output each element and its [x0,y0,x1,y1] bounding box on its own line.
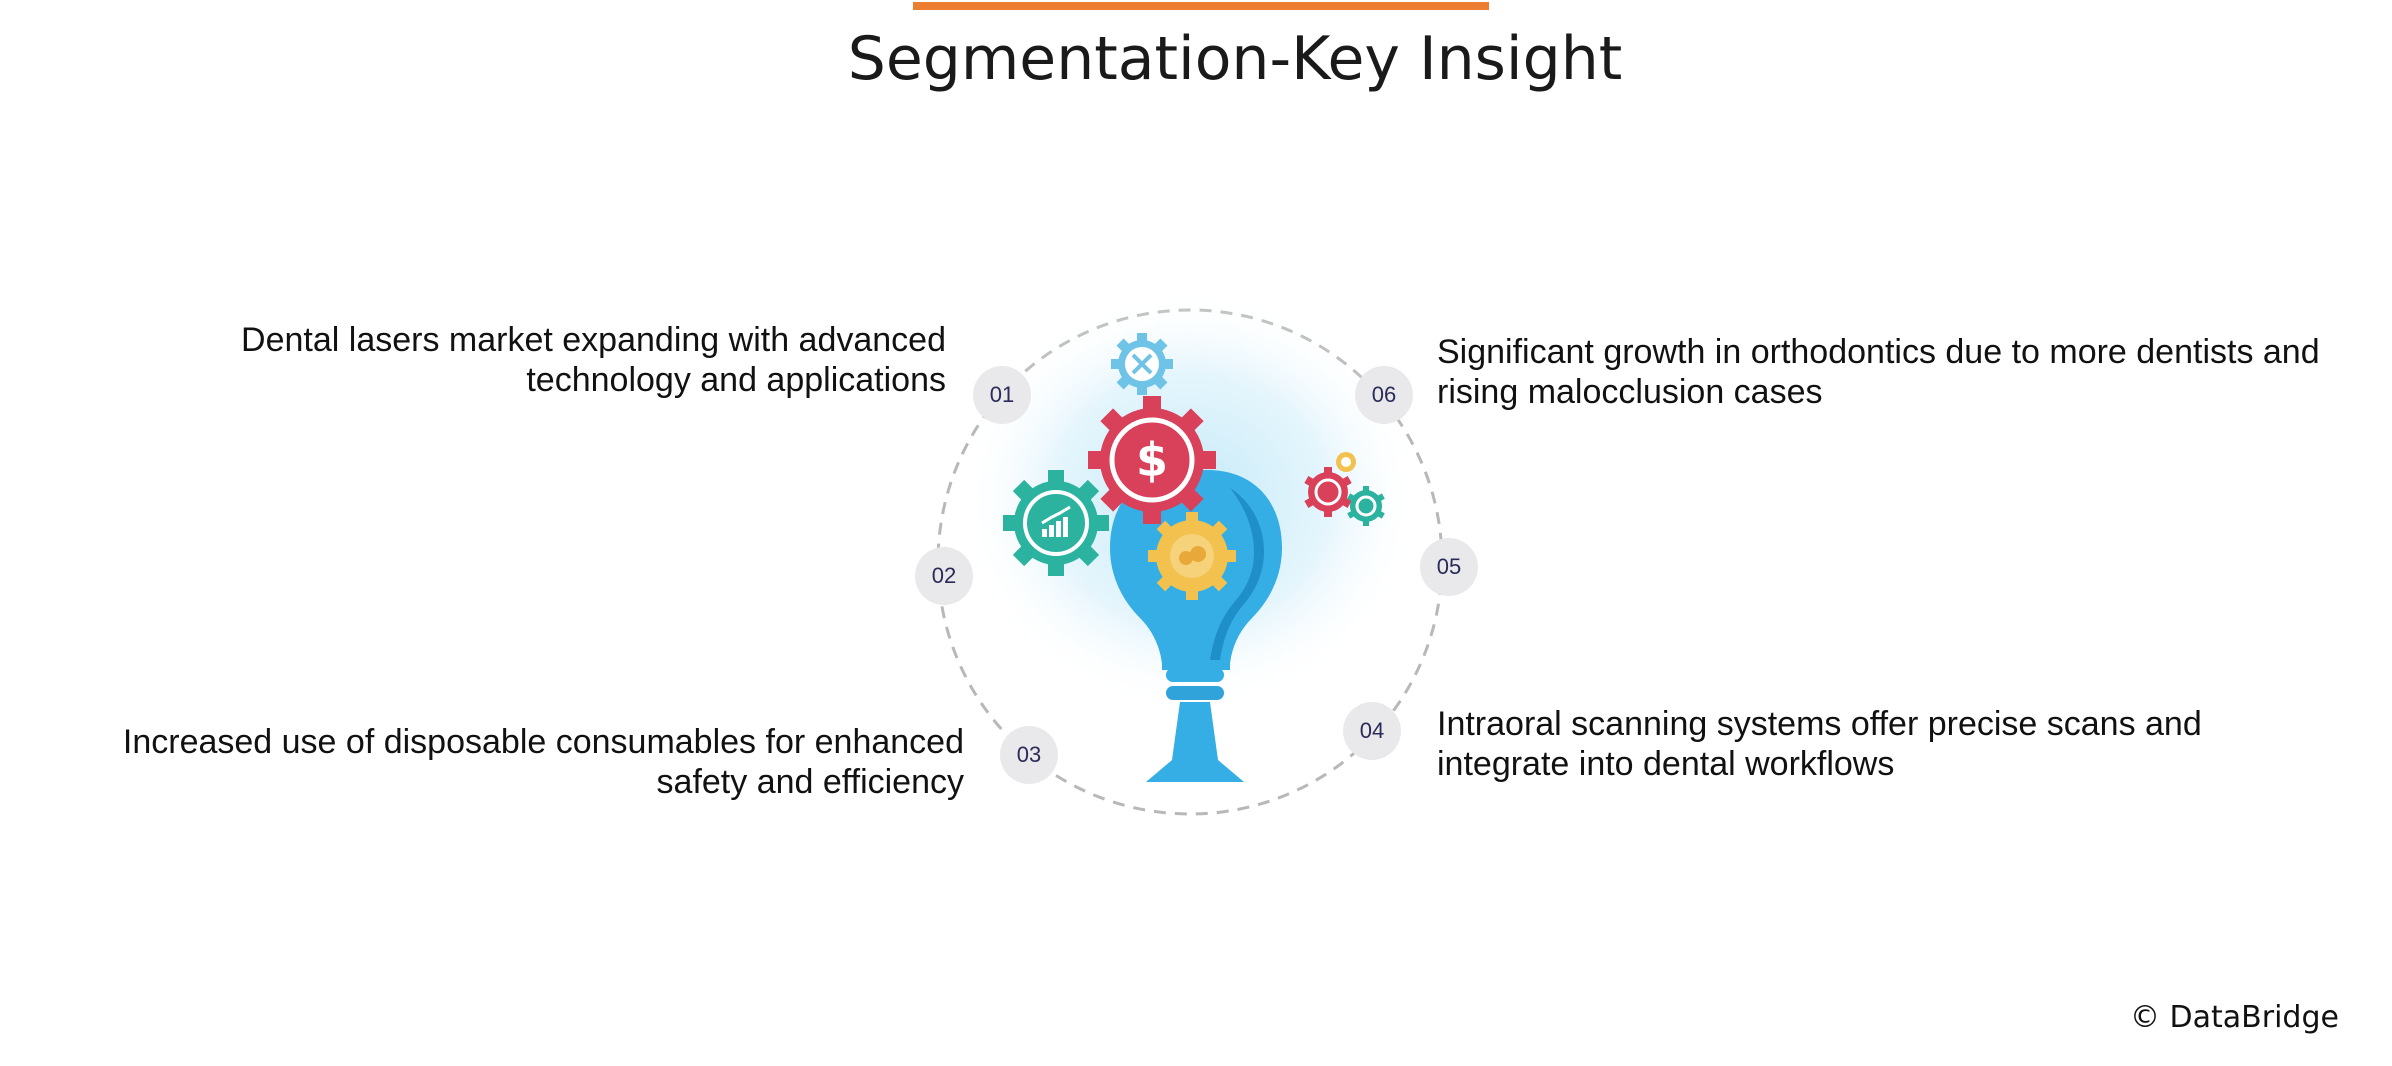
title-accent-bar [913,2,1489,10]
small-gears-icon [1304,452,1385,526]
insight-text-04: Intraoral scanning systems offer precise… [1437,705,2202,783]
badge-02: 02 [915,547,973,605]
inner-gear-icon [1148,512,1236,600]
dollar-gear-icon: $ [1088,396,1216,524]
page-title: Segmentation-Key Insight [847,24,1623,94]
dollar-symbol: $ [1136,433,1168,487]
badge-03: 03 [1000,726,1058,784]
copyright-footer: © DataBridge [2130,1000,2339,1035]
badge-06: 06 [1355,366,1413,424]
insight-text-06: Significant growth in orthodontics due t… [1437,333,2320,411]
tools-gear-icon [1111,333,1173,395]
badge-01: 01 [973,366,1031,424]
badge-05: 05 [1420,538,1478,596]
badge-04: 04 [1343,702,1401,760]
insight-text-01: Dental lasers market expanding with adva… [241,321,946,399]
chart-gear-icon [1003,470,1109,576]
insight-text-03: Increased use of disposable consumables … [122,723,964,801]
